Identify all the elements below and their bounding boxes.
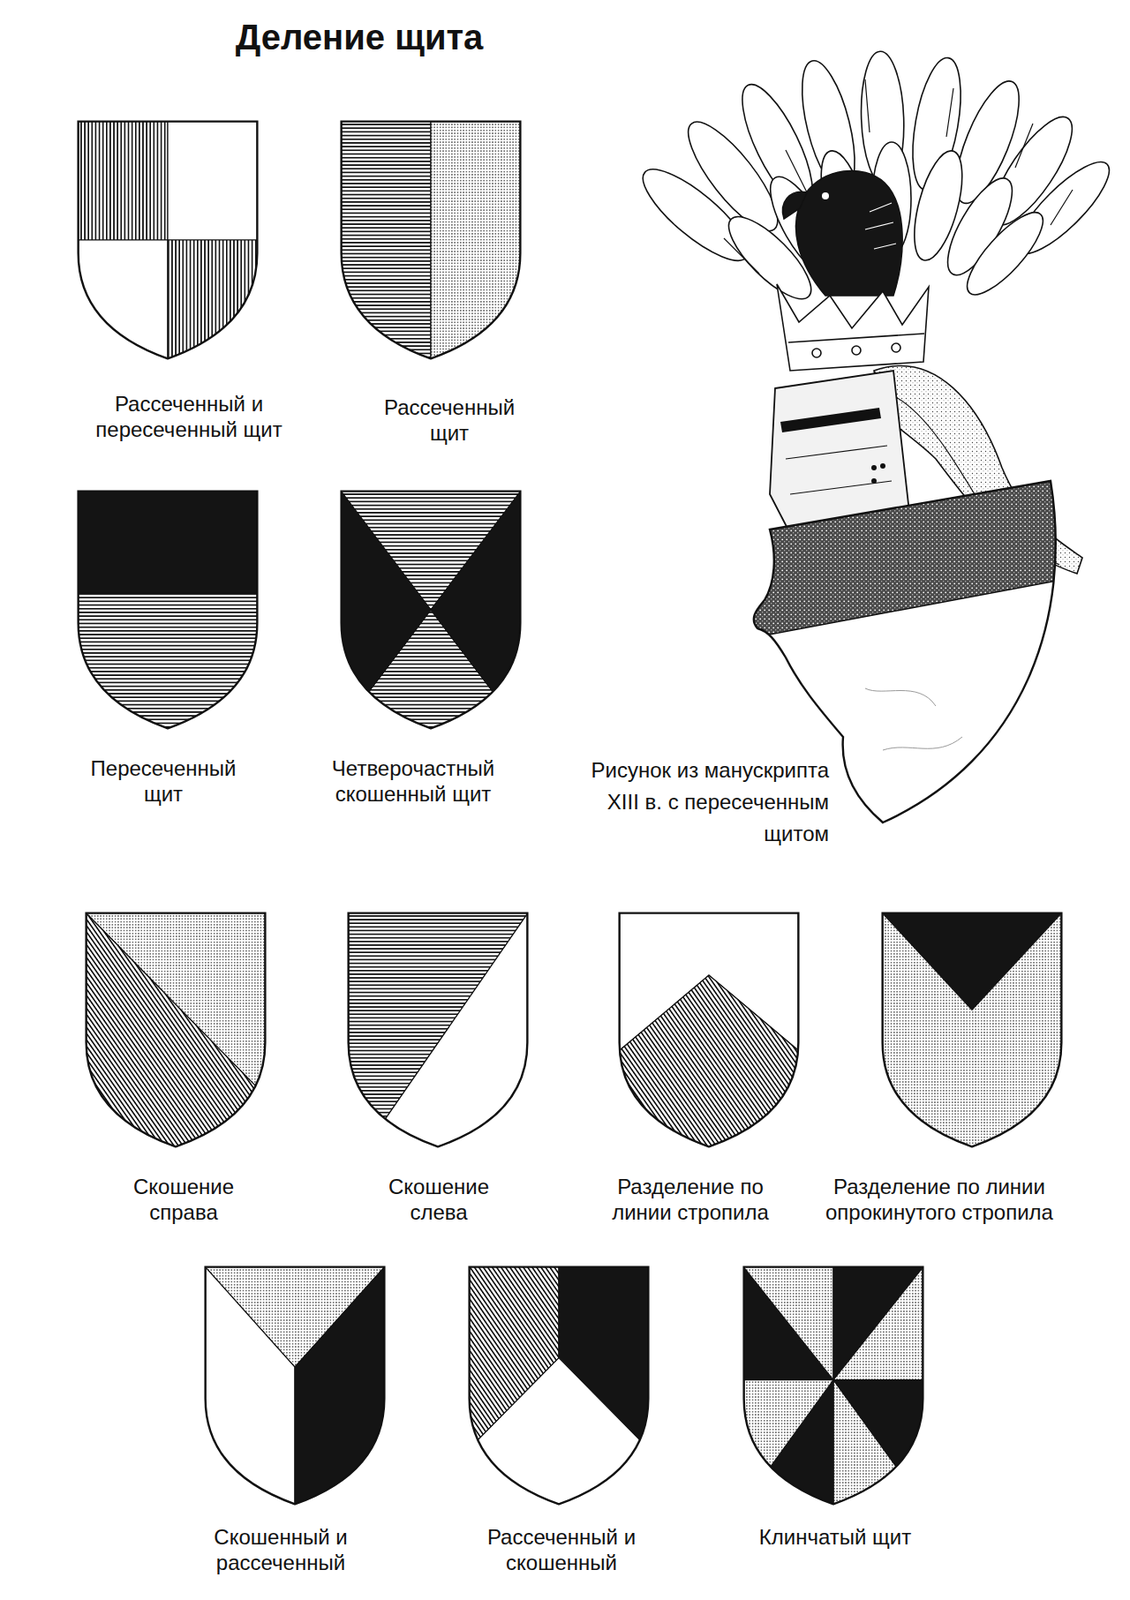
shield-division: Скошение слева — [346, 911, 529, 1149]
shield-division: Рассеченный щит — [339, 120, 522, 361]
shield-outline — [339, 120, 522, 361]
shield-field — [203, 1265, 295, 1507]
shield-field — [167, 120, 259, 241]
shield-outline — [339, 489, 522, 731]
shield-field — [339, 489, 431, 731]
shield-division: Пересеченный щит — [76, 489, 259, 731]
shield-outline — [617, 911, 800, 1149]
shield-caption: Рассеченный и скошенный — [473, 1525, 650, 1577]
shield-field — [339, 120, 431, 361]
shield-field — [84, 911, 267, 1149]
shield-field — [346, 911, 529, 1149]
shield-field — [742, 1265, 834, 1381]
shield-caption: Четверочастный скошенный щит — [316, 756, 511, 808]
shield-division: Разделение по линии стропила — [617, 911, 800, 1149]
shield-caption: Разделение по линии стропила — [593, 1175, 788, 1227]
shield-caption: Скошенный и рассеченный — [192, 1525, 370, 1577]
shield-field — [76, 593, 259, 731]
shield-outline — [84, 911, 267, 1149]
shield-field — [881, 911, 1063, 1149]
shield-field — [430, 489, 522, 731]
shield-division: Разделение по линии опрокинутого стропил… — [881, 911, 1063, 1149]
shield-outline — [76, 489, 259, 731]
shield-division: Рассеченный и пересеченный щит — [76, 120, 259, 361]
shield-field — [833, 1265, 925, 1381]
shield-caption: Разделение по линии опрокинутого стропил… — [825, 1175, 1054, 1227]
shield-field — [833, 1380, 925, 1507]
shield-field — [294, 1265, 386, 1507]
shield-division: Скошенный и рассеченный — [203, 1265, 386, 1507]
shield-division: Скошение справа — [84, 911, 267, 1149]
shield-caption: Рассеченный и пересеченный щит — [82, 391, 295, 444]
shield-field — [742, 1265, 834, 1381]
shield-field — [430, 120, 522, 361]
shield-field — [76, 489, 259, 594]
crown — [776, 284, 929, 371]
figure-caption: Рисунок из манускрипта XIII в. с пересеч… — [564, 754, 829, 851]
eagle-head — [782, 170, 903, 296]
shield-field — [365, 911, 529, 1149]
shield-field — [833, 1265, 925, 1381]
shield-outline — [881, 911, 1063, 1149]
shield-division: Рассеченный и скошенный — [467, 1265, 650, 1507]
shield-outline — [203, 1265, 386, 1507]
page-title: Деление щита — [0, 17, 719, 58]
shield-field — [617, 975, 800, 1149]
shield-field — [833, 1380, 925, 1507]
shield-outline — [742, 1265, 925, 1507]
shield-caption: Рассеченный щит — [369, 395, 529, 447]
shield-caption: Пересеченный щит — [83, 756, 243, 808]
shield-outline — [467, 1265, 650, 1507]
shield-caption: Клинчатый щит — [729, 1525, 942, 1552]
shield-division: Четверочастный скошенный щит — [339, 489, 522, 731]
shield-outline — [346, 911, 529, 1149]
shield-field — [467, 1358, 650, 1507]
shield-outline — [76, 120, 259, 361]
shield-caption: Скошение слева — [372, 1175, 505, 1227]
shield-field — [742, 1380, 834, 1507]
shield-field — [742, 1380, 834, 1507]
crest-feathers — [631, 50, 1122, 310]
shield-caption: Скошение справа — [117, 1175, 250, 1227]
shield-field — [76, 120, 168, 241]
shield-division: Клинчатый щит — [742, 1265, 925, 1507]
